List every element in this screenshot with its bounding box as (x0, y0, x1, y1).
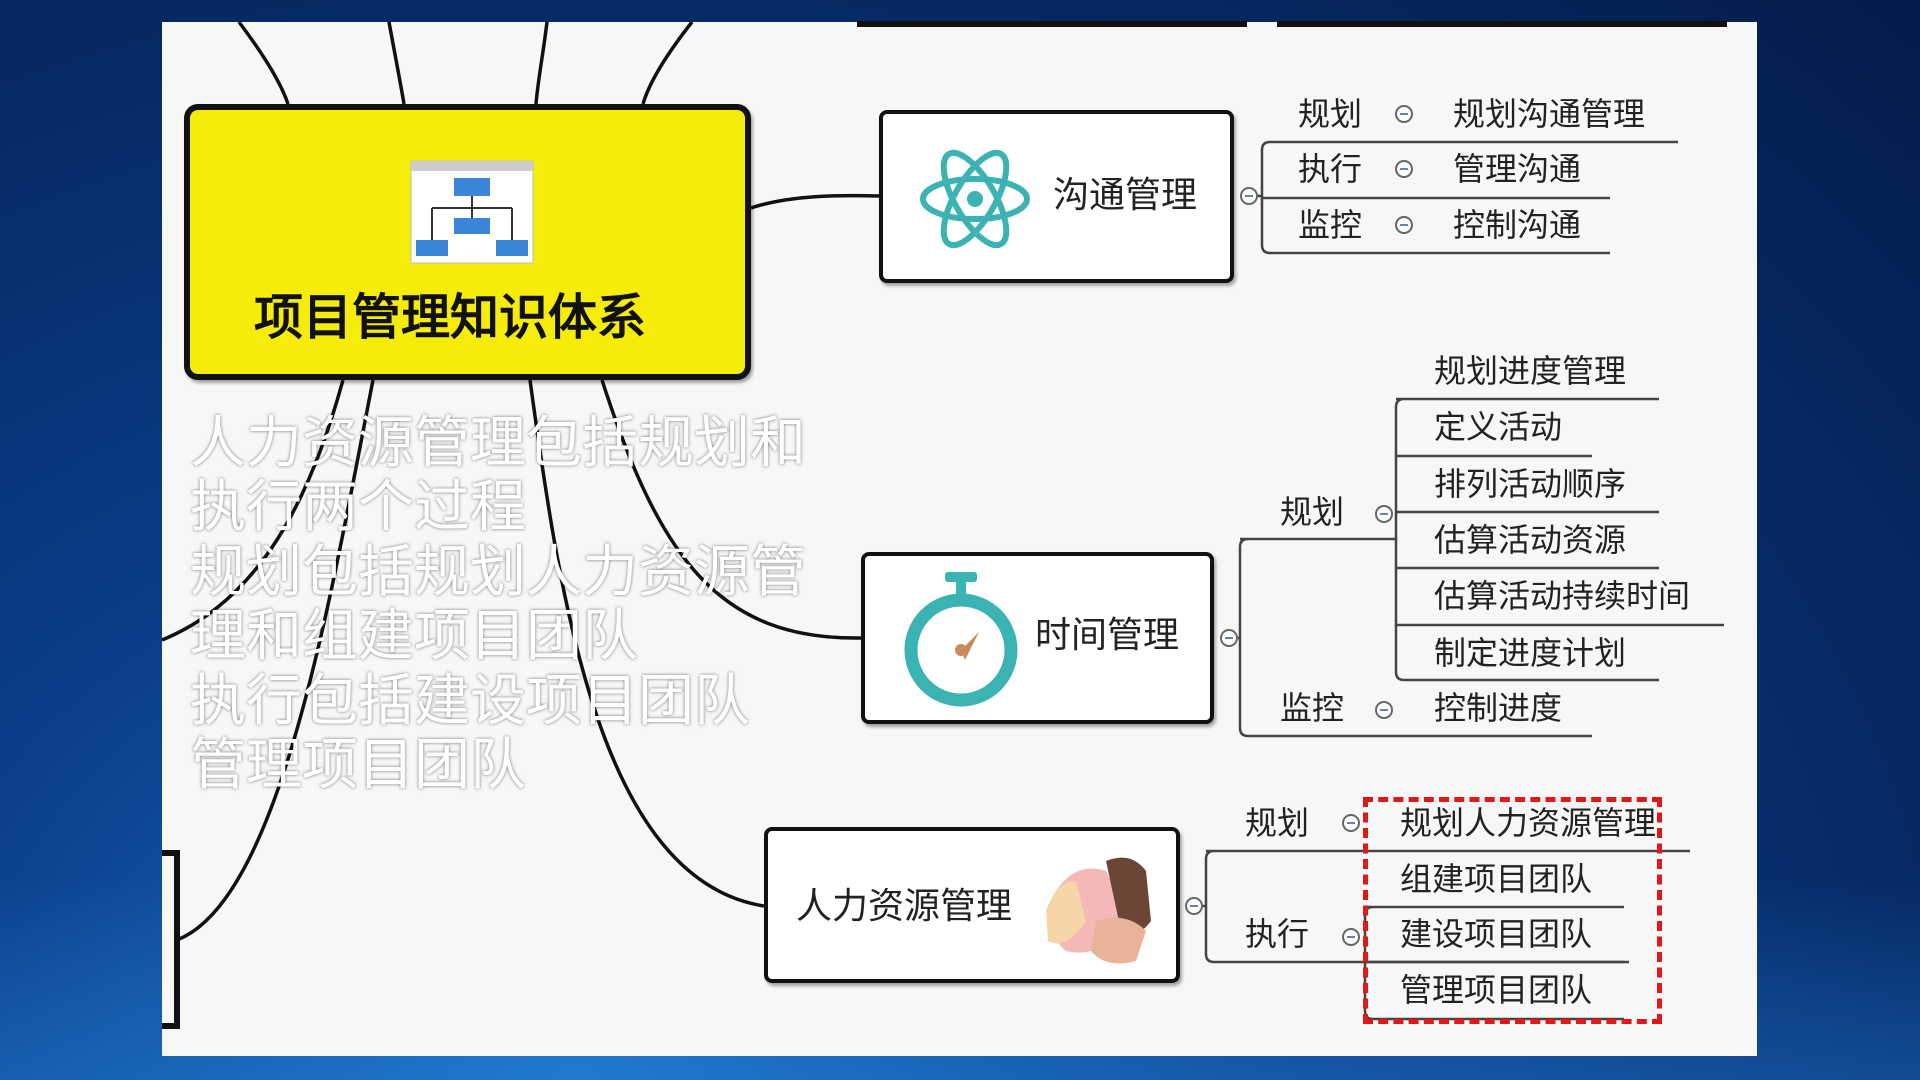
node-title: 人力资源管理 (796, 886, 1013, 927)
branch-label[interactable]: 执行 (1298, 150, 1363, 188)
node-title: 时间管理 (1035, 615, 1180, 656)
root-connector (161, 379, 345, 642)
subtitle-line: 人力资源管理包括规划和执行两个过程 (190, 413, 806, 540)
root-connector (176, 379, 375, 942)
root-title: 项目管理知识体系 (254, 288, 647, 346)
root-connector (534, 21, 549, 105)
root-connector (237, 20, 290, 105)
branch-label[interactable]: 规划 (1245, 804, 1310, 842)
leaf-item[interactable]: 制定进度计划 (1434, 634, 1627, 672)
stopwatch-icon (904, 572, 1018, 707)
subtitle-line: 执行包括建设项目团队 (190, 670, 750, 733)
leaf-item[interactable]: 建设项目团队 (1400, 915, 1593, 953)
leaf-item[interactable]: 控制沟通 (1453, 206, 1582, 244)
branch-label[interactable]: 执行 (1245, 915, 1310, 953)
root-node[interactable]: 项目管理知识体系 (184, 104, 751, 380)
highlight-box (1363, 797, 1662, 1024)
leaf-item[interactable]: 定义活动 (1434, 408, 1563, 446)
connector-communication (750, 193, 880, 210)
atom-icon (920, 149, 1030, 249)
leaf-item[interactable]: 规划进度管理 (1434, 352, 1627, 390)
connector-time (600, 379, 862, 640)
leaf-item[interactable]: 排列活动顺序 (1434, 465, 1627, 503)
leaf-item[interactable]: 规划人力资源管理 (1400, 804, 1657, 842)
node-time[interactable]: 时间管理 (861, 552, 1214, 724)
leaf-item[interactable]: 估算活动持续时间 (1434, 577, 1691, 615)
branch-label[interactable]: 规划 (1298, 95, 1363, 133)
branch-label[interactable]: 监控 (1298, 206, 1363, 244)
node-communication[interactable]: 沟通管理 (879, 110, 1234, 283)
subtitle-block: 人力资源管理包括规划和执行两个过程 规划包括规划人力资源管理和组建项目团队 执行… (190, 412, 820, 798)
leaf-item[interactable]: 管理项目团队 (1400, 971, 1593, 1009)
branch-label[interactable]: 规划 (1280, 493, 1345, 531)
root-connector (641, 20, 694, 105)
node-title: 沟通管理 (1053, 175, 1198, 216)
node-hr[interactable]: 人力资源管理 (764, 827, 1180, 983)
subtitle-line: 规划包括规划人力资源管理和组建项目团队 (190, 541, 806, 669)
minus-icons (1190, 113, 1408, 938)
connector-hr (528, 379, 765, 908)
leaf-item[interactable]: 规划沟通管理 (1453, 95, 1646, 133)
org-chart-icon (410, 160, 534, 264)
hands-icon (1046, 857, 1151, 964)
leaf-item[interactable]: 估算活动资源 (1434, 521, 1627, 559)
branch-label[interactable]: 监控 (1280, 689, 1345, 727)
leaf-item[interactable]: 控制进度 (1434, 689, 1563, 727)
leaf-item[interactable]: 组建项目团队 (1400, 860, 1593, 898)
root-connector (387, 21, 406, 105)
partial-node (162, 850, 180, 1029)
leaf-item[interactable]: 管理沟通 (1453, 150, 1582, 188)
subtitle-line: 管理项目团队 (190, 734, 526, 797)
